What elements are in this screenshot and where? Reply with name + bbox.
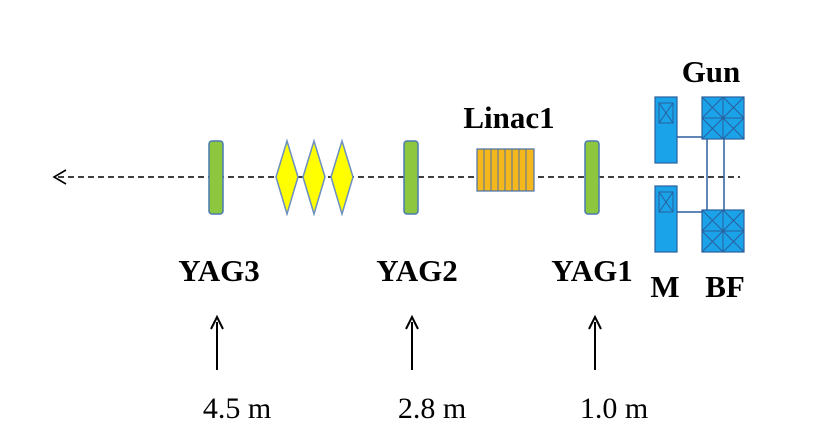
yag3-screen <box>208 140 224 215</box>
quadrupole-3 <box>330 138 354 217</box>
yag1-position-arrow <box>588 314 602 370</box>
arrow-up-icon <box>588 314 602 330</box>
yag2-distance: 2.8 m <box>398 392 466 425</box>
yag2-label: YAG2 <box>376 253 458 288</box>
beam-arrow-icon <box>52 169 67 185</box>
bf-label: BF <box>705 269 745 304</box>
quadrupole-1 <box>275 138 299 217</box>
arrow-up-icon <box>405 314 419 330</box>
beam-axis <box>52 169 740 185</box>
bf-magnet-bottom <box>701 209 745 253</box>
gun-magnets <box>654 96 745 253</box>
yag3-position-arrow <box>210 314 224 370</box>
yag1-distance: 1.0 m <box>580 392 648 425</box>
yag3-distance: 4.5 m <box>203 392 271 425</box>
yag2-screen <box>403 140 419 215</box>
linac1-structure <box>476 148 535 192</box>
yag1-label: YAG1 <box>551 253 633 288</box>
m-label: M <box>650 269 679 304</box>
yag2-position-arrow <box>405 314 419 370</box>
m-magnet-top <box>654 96 678 164</box>
arrow-up-icon <box>210 314 224 330</box>
quadrupole-2 <box>302 138 326 217</box>
quadrupole-triplet <box>275 138 354 217</box>
yag3-label: YAG3 <box>178 253 260 288</box>
yag1-screen <box>584 140 600 215</box>
linac1-label: Linac1 <box>463 100 554 135</box>
gun-label: Gun <box>682 54 741 89</box>
m-magnet-bottom <box>654 185 678 253</box>
bf-magnet-top <box>701 96 745 140</box>
